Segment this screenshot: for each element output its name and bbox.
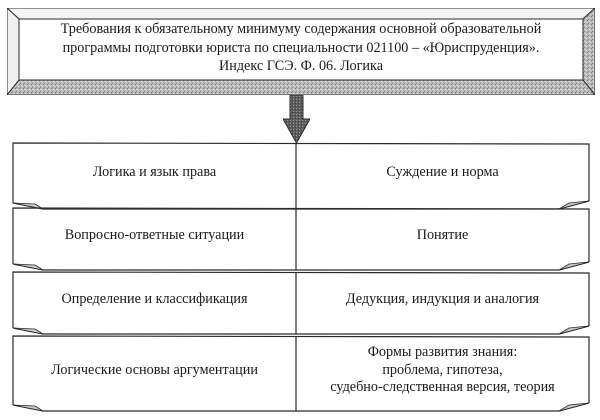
topic-label: Логические основы аргументации [51,361,258,378]
topic-label: Логика и язык права [92,164,217,181]
topic-cell-left: Определение и классификация [13,272,296,334]
topic-label: Дедукция, индукция и аналогия [345,291,540,308]
topic-label-line: Формы развития знания: [367,344,518,361]
header-title: Требования к обязательному минимуму соде… [21,20,581,80]
diagram-row: Логика и язык права Суждение и норма [12,142,590,210]
topic-label-line: проблема, гипотеза, [382,361,503,378]
bevel-frame [7,8,595,95]
topic-label-multiline: Формы развития знания: проблема, гипотез… [330,344,554,397]
header-line: Индекс ГСЭ. Ф. 06. Логика [218,58,383,74]
diagram-row: Логические основы аргументации Формы раз… [12,335,590,412]
topic-cell-left: Логические основы аргументации [13,336,296,411]
diagram-row: Вопросно-ответные ситуации Понятие [12,207,590,271]
topic-label: Понятие [416,227,469,244]
topic-cell-left: Логика и язык права [13,143,296,209]
row-frame [12,271,590,335]
topic-cell-right: Суждение и норма [296,143,589,209]
header-line: Требования к обязательному минимуму соде… [60,21,542,37]
topic-cell-right: Понятие [296,208,589,270]
down-arrow-icon [283,95,310,145]
topic-label: Вопросно-ответные ситуации [64,227,245,244]
header-box: Требования к обязательному минимуму соде… [7,8,595,95]
topic-label: Определение и классификация [61,291,248,308]
topic-label-line: судебно-следственная версия, теория [330,379,555,396]
diagram-row: Определение и классификация Дедукция, ин… [12,271,590,335]
topic-cell-left: Вопросно-ответные ситуации [13,208,296,270]
topic-label: Суждение и норма [386,164,499,181]
row-frame [12,335,590,412]
topic-cell-right: Дедукция, индукция и аналогия [296,272,589,334]
row-frame [12,207,590,271]
header-line: программы подготовки юриста по специальн… [62,39,540,56]
topic-cell-right: Формы развития знания: проблема, гипотез… [296,336,589,411]
